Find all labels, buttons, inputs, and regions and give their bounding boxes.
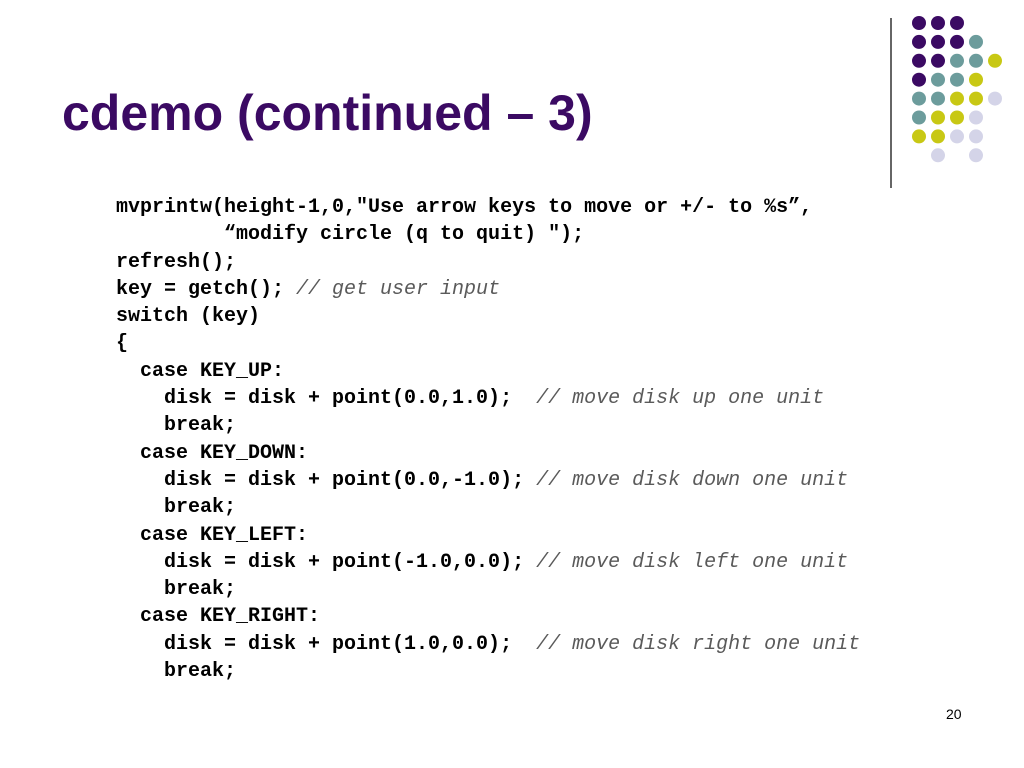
decorative-dot (969, 148, 983, 163)
code-comment: // move disk left one unit (536, 550, 849, 574)
decorative-dot (912, 34, 926, 49)
code-text: disk = disk + point(0.0,-1.0); (116, 468, 537, 492)
code-line: case KEY_RIGHT: (116, 603, 860, 630)
code-line: mvprintw(height-1,0,"Use arrow keys to m… (116, 194, 860, 221)
decorative-dot (912, 53, 926, 68)
code-text: “modify circle (q to quit) "); (116, 223, 585, 247)
code-line: “modify circle (q to quit) "); (116, 221, 860, 248)
code-line: break; (116, 576, 860, 603)
decorative-dot (931, 110, 945, 125)
decorative-dot (969, 110, 983, 125)
code-text: break; (116, 660, 237, 684)
decorative-dot (969, 129, 983, 144)
decorative-dot (931, 34, 945, 49)
decorative-dot (988, 91, 1002, 106)
decorative-dot (931, 16, 945, 30)
code-line: case KEY_UP: (116, 358, 860, 385)
code-text: disk = disk + point(1.0,0.0); (116, 632, 537, 656)
code-comment: // move disk right one unit (536, 632, 861, 656)
decorative-dot (969, 91, 983, 106)
code-line: refresh(); (116, 249, 860, 276)
decorative-dot (969, 34, 983, 49)
code-comment: // move disk down one unit (536, 468, 849, 492)
decorative-dot (931, 91, 945, 106)
code-line: switch (key) (116, 303, 860, 330)
decorative-dot (950, 34, 964, 49)
decorative-dot (950, 53, 964, 68)
decorative-dot (950, 91, 964, 106)
decorative-dot (950, 129, 964, 144)
header-divider (890, 18, 892, 188)
code-line: break; (116, 412, 860, 439)
code-text: case KEY_LEFT: (116, 523, 309, 547)
code-text: break; (116, 496, 237, 520)
code-comment: // move disk up one unit (536, 387, 825, 411)
decorative-dot (950, 16, 964, 30)
decorative-dot (969, 72, 983, 87)
code-line: break; (116, 658, 860, 685)
decorative-dot (988, 53, 1002, 68)
page-number: 20 (946, 706, 962, 722)
code-text: switch (key) (116, 305, 261, 329)
code-text: break; (116, 578, 237, 602)
decorative-dot (969, 53, 983, 68)
code-line: case KEY_DOWN: (116, 440, 860, 467)
code-text: mvprintw(height-1,0,"Use arrow keys to m… (116, 196, 813, 219)
code-text: refresh(); (116, 250, 237, 274)
code-line: { (116, 330, 860, 357)
decorative-dot (912, 129, 926, 144)
code-line: key = getch(); // get user input (116, 276, 860, 303)
code-text: case KEY_UP: (116, 359, 285, 383)
code-block: mvprintw(height-1,0,"Use arrow keys to m… (116, 194, 860, 685)
code-text: { (116, 332, 129, 356)
code-line: disk = disk + point(0.0,-1.0); // move d… (116, 467, 860, 494)
code-line: case KEY_LEFT: (116, 522, 860, 549)
code-line: disk = disk + point(0.0,1.0); // move di… (116, 385, 860, 412)
code-line: disk = disk + point(-1.0,0.0); // move d… (116, 549, 860, 576)
decorative-dot (950, 110, 964, 125)
code-text: break; (116, 414, 237, 438)
code-line: break; (116, 494, 860, 521)
code-comment: // get user input (296, 277, 501, 301)
decorative-dot (931, 72, 945, 87)
code-text: disk = disk + point(-1.0,0.0); (116, 550, 537, 574)
decorative-dot (912, 72, 926, 87)
code-text: disk = disk + point(0.0,1.0); (116, 387, 537, 411)
decorative-dot (912, 16, 926, 30)
slide-title: cdemo (continued – 3) (62, 85, 593, 141)
decorative-dot (931, 148, 945, 163)
decorative-dot (931, 129, 945, 144)
decorative-dot (912, 91, 926, 106)
code-text: case KEY_RIGHT: (116, 605, 321, 629)
code-text: key = getch(); (116, 277, 297, 301)
decorative-dot (931, 53, 945, 68)
decorative-dot (950, 72, 964, 87)
code-line: disk = disk + point(1.0,0.0); // move di… (116, 631, 860, 658)
decorative-dot (912, 110, 926, 125)
code-text: case KEY_DOWN: (116, 441, 309, 465)
